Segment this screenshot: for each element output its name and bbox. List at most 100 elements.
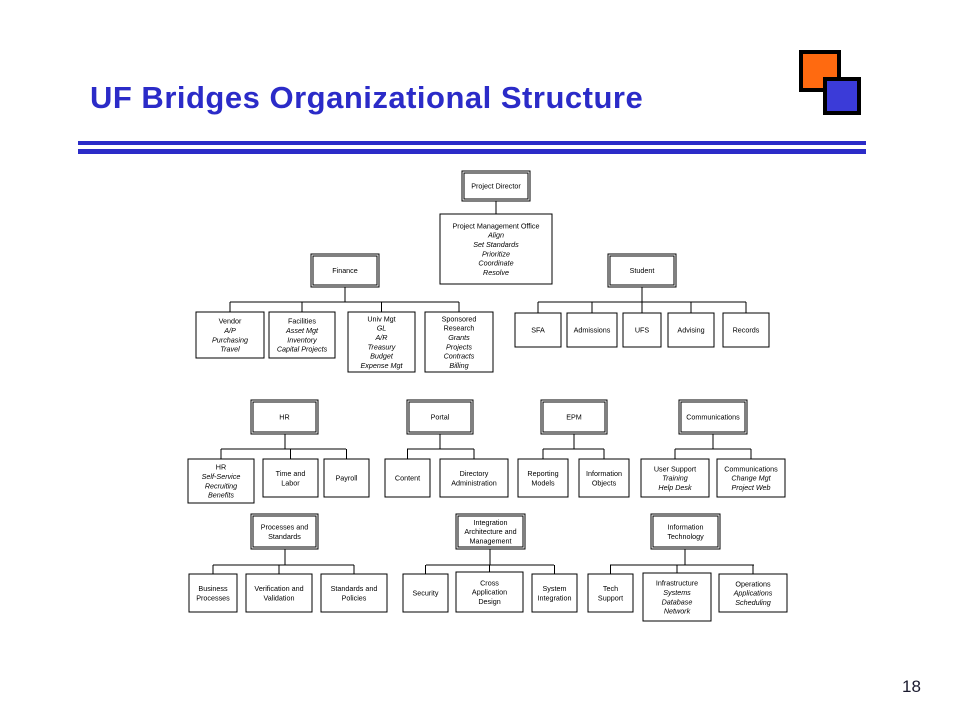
student-box bbox=[607, 253, 677, 288]
page-number: 18 bbox=[902, 677, 921, 696]
portal-child-0-label: Content bbox=[395, 474, 420, 483]
integration-child-2-label: Integration bbox=[538, 593, 572, 602]
student-child-3-label: Advising bbox=[677, 326, 704, 335]
hr-child-2-box bbox=[323, 458, 370, 498]
finance-box bbox=[310, 253, 380, 288]
processes-child-0-box bbox=[188, 573, 238, 613]
communications-child-0-label: User Support bbox=[654, 464, 696, 473]
finance-child-3-label: Sponsored bbox=[442, 314, 477, 323]
finance-child-1-item: Capital Projects bbox=[277, 345, 328, 354]
integration-box bbox=[455, 513, 526, 550]
integration-child-1-label: Design bbox=[478, 597, 500, 606]
hr-child-0-label: HR bbox=[216, 463, 226, 472]
it-child-2-item: Scheduling bbox=[735, 598, 771, 607]
communications-child-1-label: Communications bbox=[724, 464, 778, 473]
communications-child-1-item: Project Web bbox=[731, 483, 770, 492]
information-technology-label: Technology bbox=[667, 532, 704, 541]
finance-child-2-item: Expense Mgt bbox=[361, 361, 404, 370]
it-child-1-item: Network bbox=[664, 607, 691, 616]
it-child-2-label: Operations bbox=[735, 579, 771, 588]
student-child-0-label: SFA bbox=[531, 326, 545, 335]
integration-inner-border bbox=[457, 515, 524, 548]
finance-child-0-item: Travel bbox=[220, 345, 240, 354]
finance-child-3-box bbox=[424, 311, 494, 373]
finance-child-1-item: Asset Mgt bbox=[285, 326, 319, 335]
information-technology-inner-border bbox=[652, 515, 719, 548]
finance-child-0-box bbox=[195, 311, 265, 359]
processes-label: Standards bbox=[268, 532, 301, 541]
epm-child-0-label: Reporting bbox=[527, 469, 558, 478]
finance-child-2-item: Treasury bbox=[368, 342, 396, 351]
hr-box bbox=[250, 399, 319, 435]
integration-child-0-label: Security bbox=[413, 589, 439, 598]
finance-child-3-item: Billing bbox=[449, 361, 468, 370]
integration-child-1-box bbox=[455, 571, 524, 613]
student-child-1-label: Admissions bbox=[574, 326, 611, 335]
communications-child-0-item: Training bbox=[662, 474, 687, 483]
it-child-0-label: Support bbox=[598, 593, 623, 602]
epm-child-0-box bbox=[517, 458, 569, 498]
epm-child-1-box bbox=[578, 458, 630, 498]
finance-child-2-box bbox=[347, 311, 416, 373]
finance-child-3-item: Contracts bbox=[444, 352, 475, 361]
title-rule-top bbox=[78, 141, 866, 145]
finance-child-1-label: Facilities bbox=[288, 317, 316, 326]
finance-child-0-item: Purchasing bbox=[212, 335, 248, 344]
epm-label: EPM bbox=[566, 413, 582, 422]
it-child-2-box bbox=[718, 573, 788, 613]
communications-child-1-box bbox=[716, 458, 786, 498]
communications-box bbox=[678, 399, 748, 435]
communications-label: Communications bbox=[686, 413, 740, 422]
finance-child-3-item: Projects bbox=[446, 342, 472, 351]
it-child-1-box bbox=[642, 572, 712, 622]
finance-child-1-box bbox=[268, 311, 336, 359]
integration-child-1-label: Application bbox=[472, 588, 507, 597]
pmo-item: Set Standards bbox=[473, 240, 519, 249]
processes-child-1-label: Validation bbox=[263, 593, 294, 602]
finance-child-2-item: GL bbox=[377, 324, 387, 333]
it-child-1-item: Database bbox=[662, 597, 693, 606]
it-child-0-box bbox=[587, 573, 634, 613]
hr-label: HR bbox=[279, 413, 289, 422]
epm-box bbox=[540, 399, 608, 435]
hr-child-1-label: Labor bbox=[281, 478, 300, 487]
processes-child-2-label: Standards and bbox=[331, 584, 378, 593]
portal-label: Portal bbox=[431, 413, 450, 422]
processes-child-0-label: Processes bbox=[196, 593, 230, 602]
student-child-0-box bbox=[514, 312, 562, 348]
finance-label: Finance bbox=[332, 266, 358, 275]
communications-child-0-box bbox=[640, 458, 710, 498]
finance-child-2-label: Univ Mgt bbox=[367, 314, 395, 323]
communications-child-0-item: Help Desk bbox=[658, 483, 692, 492]
finance-child-2-item: Budget bbox=[370, 352, 394, 361]
it-child-1-label: Infrastructure bbox=[656, 579, 698, 588]
processes-inner-border bbox=[252, 515, 317, 548]
hr-child-0-item: Self-Service bbox=[202, 472, 241, 481]
portal-inner-border bbox=[408, 401, 472, 433]
project-director-label: Project Director bbox=[471, 182, 521, 191]
finance-child-0-item: A/P bbox=[223, 326, 236, 335]
communications-child-1-item: Change Mgt bbox=[731, 474, 771, 483]
integration-child-1-label: Cross bbox=[480, 578, 499, 587]
processes-child-0-label: Business bbox=[198, 584, 228, 593]
hr-child-2-label: Payroll bbox=[336, 474, 358, 483]
hr-child-1-label: Time and bbox=[276, 469, 306, 478]
epm-child-1-label: Objects bbox=[592, 478, 617, 487]
processes-child-1-box bbox=[245, 573, 313, 613]
processes-label: Processes and bbox=[261, 522, 309, 531]
finance-child-0-label: Vendor bbox=[219, 317, 242, 326]
finance-child-3-label: Research bbox=[444, 324, 475, 333]
title-rule-bottom bbox=[78, 149, 866, 154]
information-technology-label: Information bbox=[668, 522, 704, 531]
student-child-4-label: Records bbox=[733, 326, 760, 335]
pmo-item: Resolve bbox=[483, 268, 509, 277]
hr-child-1-box bbox=[262, 458, 319, 498]
hr-child-0-box bbox=[187, 458, 255, 504]
portal-box bbox=[406, 399, 474, 435]
processes-child-1-label: Verification and bbox=[254, 584, 303, 593]
hr-inner-border bbox=[252, 401, 317, 433]
integration-label: Management bbox=[470, 536, 512, 545]
slide-title: UF Bridges Organizational Structure bbox=[90, 80, 644, 115]
student-child-1-box bbox=[566, 312, 618, 348]
